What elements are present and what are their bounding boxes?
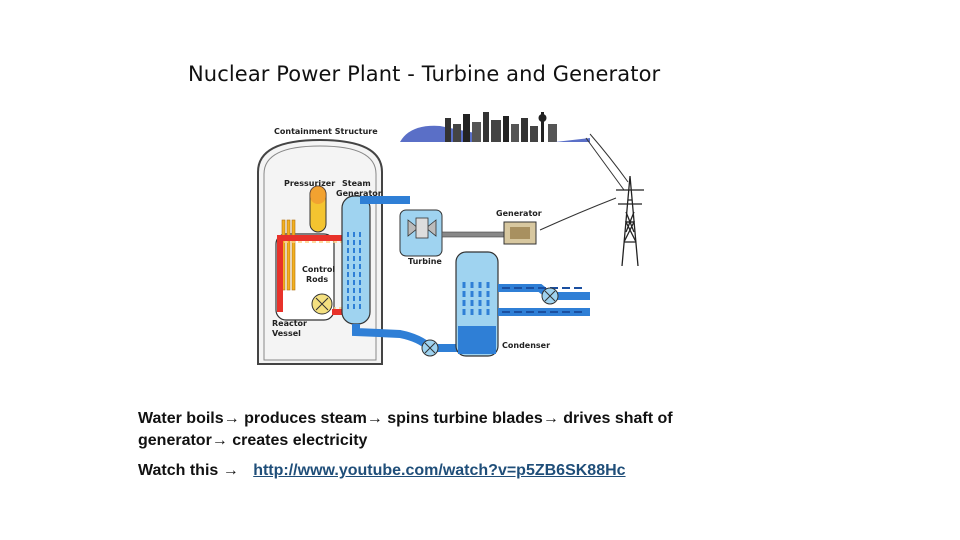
label-control-rods-2: Rods	[306, 275, 328, 284]
caption-step-generator: generator	[138, 432, 212, 449]
arrow-icon: →	[542, 410, 559, 427]
youtube-video-link[interactable]: http://www.youtube.com/watch?v=p5ZB6SK88…	[253, 462, 626, 479]
label-containment: Containment Structure	[274, 127, 378, 136]
caption-step-spins-turbine: spins turbine blades	[382, 410, 543, 427]
process-caption: Water boils→ produces steam→ spins turbi…	[138, 408, 838, 452]
transmission-tower-icon	[616, 175, 644, 267]
caption-step-water-boils: Water boils	[138, 410, 224, 427]
caption-step-creates-electricity: creates electricity	[227, 432, 368, 449]
label-steam-generator-2: Generator	[336, 189, 382, 198]
label-condenser: Condenser	[502, 341, 550, 350]
arrow-icon: →	[223, 410, 240, 427]
generator-shaft	[441, 231, 505, 238]
caption-step-produces-steam: produces steam	[239, 410, 367, 427]
arrow-icon: →	[222, 462, 239, 479]
label-control-rods-1: Control	[302, 265, 335, 274]
label-generator: Generator	[496, 209, 542, 218]
city-skyline-icon	[400, 112, 590, 142]
label-steam-generator-1: Steam	[342, 179, 371, 188]
caption-step-drives-shaft: drives shaft of	[558, 410, 673, 427]
nuclear-plant-diagram: Containment Structure Pressurizer	[257, 112, 644, 365]
steam-generator	[341, 195, 371, 325]
arrow-icon: →	[211, 432, 228, 449]
label-turbine: Turbine	[408, 257, 442, 266]
label-reactor-vessel-1: Reactor	[272, 319, 307, 328]
arrow-icon: →	[366, 410, 383, 427]
turbine-blades-icon	[407, 217, 437, 239]
control-rods	[281, 219, 296, 291]
slide-title: Nuclear Power Plant - Turbine and Genera…	[188, 62, 661, 86]
label-pressurizer: Pressurizer	[284, 179, 335, 188]
watch-label: Watch this	[138, 462, 219, 479]
label-reactor-vessel-2: Vessel	[272, 329, 301, 338]
watch-line: Watch this → http://www.youtube.com/watc…	[138, 462, 626, 480]
